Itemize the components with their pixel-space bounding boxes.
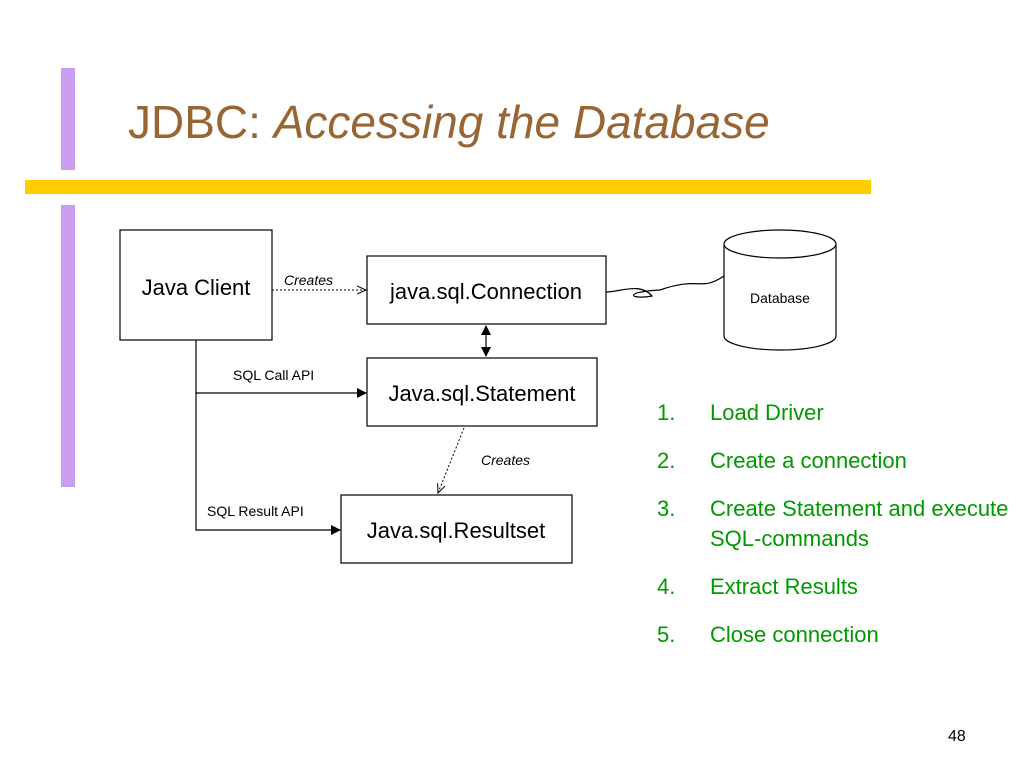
step-number: 4. <box>657 574 676 599</box>
step-number: 5. <box>657 622 676 647</box>
node-resultset: Java.sql.Resultset <box>340 494 573 564</box>
resultset-label: Java.sql.Resultset <box>367 518 546 543</box>
step-text: Create Statement and execute SQL-command… <box>710 496 1009 551</box>
edge-label-creates-connection: Creates <box>284 272 333 288</box>
node-statement: Java.sql.Statement <box>366 357 598 427</box>
database-label: Database <box>750 290 810 306</box>
step-text: Extract Results <box>710 574 858 599</box>
step-number: 3. <box>657 496 676 521</box>
page-number: 48 <box>948 728 966 745</box>
edge-sql-result-api <box>195 393 341 535</box>
edge-creates-resultset <box>438 427 465 493</box>
edge-label-sql-result-api: SQL Result API <box>207 503 304 519</box>
step-number: 2. <box>657 448 676 473</box>
list-item: 3. Create Statement and execute SQL-comma… <box>657 494 1010 554</box>
slide-title: JDBC: Accessing the Database <box>128 96 770 149</box>
list-item: 1. Load Driver <box>657 398 1010 428</box>
step-text: Load Driver <box>710 400 824 425</box>
list-item: 2. Create a connection <box>657 446 1010 476</box>
list-item: 4. Extract Results <box>657 572 1010 602</box>
title-emphasis: Accessing the Database <box>273 96 770 148</box>
step-number: 1. <box>657 400 676 425</box>
list-item: 5. Close connection <box>657 620 1010 650</box>
title-prefix: JDBC: <box>128 96 274 148</box>
edge-label-creates-resultset: Creates <box>481 452 530 468</box>
java-client-label: Java Client <box>142 275 251 300</box>
node-java-client: Java Client <box>119 229 273 341</box>
accent-bar-top <box>61 68 75 170</box>
edge-label-sql-call-api: SQL Call API <box>233 367 314 383</box>
edge-connection-database <box>605 275 725 298</box>
accent-bar-horizontal <box>25 180 871 194</box>
node-connection: java.sql.Connection <box>366 255 607 325</box>
jdbc-steps-list: 1. Load Driver 2. Create a connection 3. Cr… <box>657 398 1010 668</box>
step-text: Close connection <box>710 622 879 647</box>
step-text: Create a connection <box>710 448 907 473</box>
connection-label: java.sql.Connection <box>389 279 582 304</box>
node-database: Database <box>723 229 837 351</box>
statement-label: Java.sql.Statement <box>388 381 575 406</box>
accent-bar-bottom <box>61 205 75 487</box>
